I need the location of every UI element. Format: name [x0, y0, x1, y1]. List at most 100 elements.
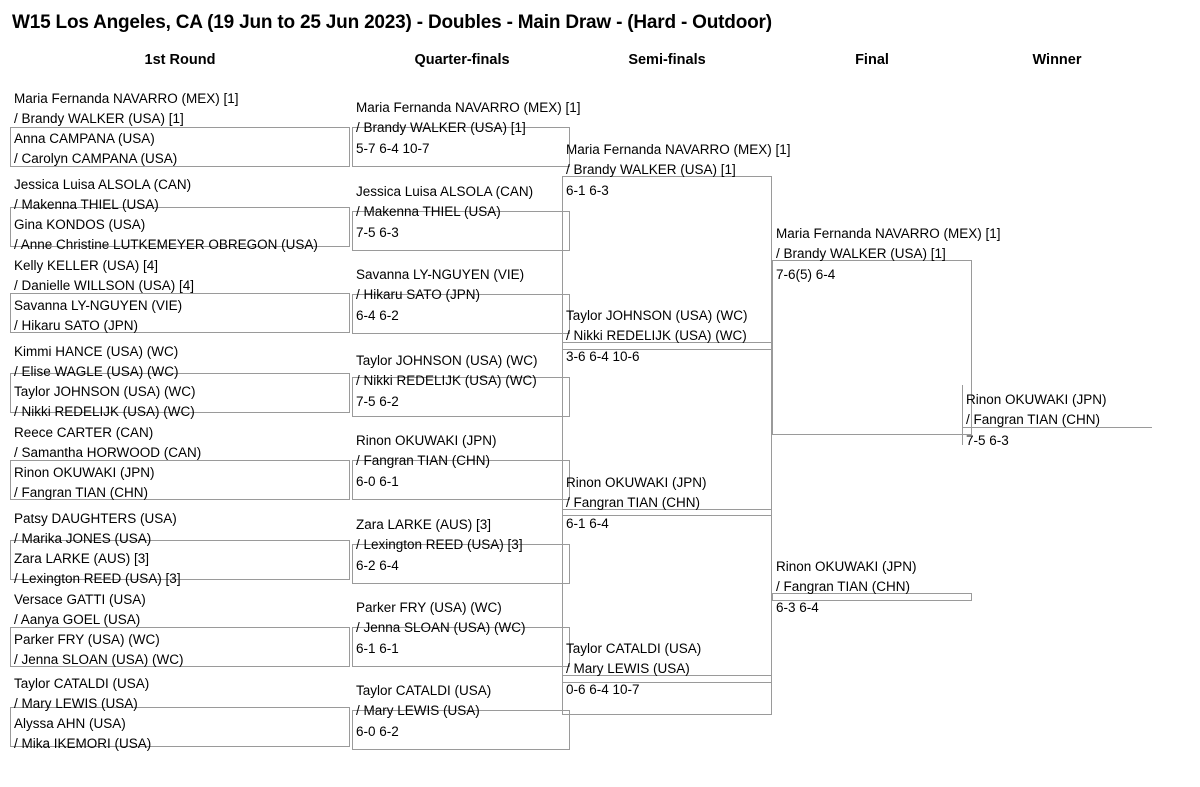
- list-item[interactable]: Taylor CATALDI (USA) / Mary LEWIS (USA) …: [566, 639, 772, 700]
- player-line-1: Zara LARKE (AUS) [3]: [14, 551, 150, 566]
- match-score: 6-0 6-1: [356, 474, 399, 489]
- list-item[interactable]: Taylor CATALDI (USA) / Mary LEWIS (USA) …: [356, 681, 570, 742]
- player-line-2: / Hikaru SATO (JPN): [14, 318, 139, 333]
- player-line-1: Maria Fernanda NAVARRO (MEX) [1]: [356, 100, 581, 115]
- bracket-box-qf-match-3: [352, 294, 570, 334]
- player-line-1: Maria Fernanda NAVARRO (MEX) [1]: [566, 142, 791, 157]
- player-line-1: Reece CARTER (CAN): [14, 425, 154, 440]
- list-item[interactable]: Rinon OKUWAKI (JPN) / Fangran TIAN (CHN)…: [566, 473, 772, 534]
- bracket-box-final-match-2: [772, 593, 972, 601]
- list-item[interactable]: Maria Fernanda NAVARRO (MEX) [1] / Brand…: [14, 89, 350, 129]
- list-item[interactable]: Maria Fernanda NAVARRO (MEX) [1] / Brand…: [566, 140, 791, 201]
- bracket-box-r1-match-2: [10, 207, 350, 247]
- match-score: 7-5 6-2: [356, 394, 399, 409]
- list-item[interactable]: Rinon OKUWAKI (JPN) / Fangran TIAN (CHN)…: [776, 557, 972, 618]
- player-line-1: Parker FRY (USA) (WC): [14, 632, 160, 647]
- list-item[interactable]: Taylor JOHNSON (USA) (WC) / Nikki REDELI…: [356, 351, 570, 412]
- player-line-2: / Danielle WILLSON (USA) [4]: [14, 278, 195, 293]
- list-item[interactable]: Kelly KELLER (USA) [4] / Danielle WILLSO…: [14, 256, 350, 296]
- player-line-2: / Fangran TIAN (CHN): [776, 579, 911, 594]
- round-header-final: Final: [855, 52, 889, 68]
- match-score: 6-0 6-2: [356, 724, 399, 739]
- list-item[interactable]: Patsy DAUGHTERS (USA) / Marika JONES (US…: [14, 509, 350, 549]
- bracket-box-sf-match-4: [562, 675, 772, 715]
- match-score: 6-3 6-4: [776, 600, 819, 615]
- player-line-1: Parker FRY (USA) (WC): [356, 600, 502, 615]
- player-line-1: Maria Fernanda NAVARRO (MEX) [1]: [14, 91, 239, 106]
- player-line-1: Patsy DAUGHTERS (USA): [14, 511, 177, 526]
- player-line-1: Versace GATTI (USA): [14, 592, 146, 607]
- bracket-box-qf-match-7: [352, 627, 570, 667]
- player-line-2: / Makenna THIEL (USA): [14, 197, 159, 212]
- bracket-box-r1-match-8: [10, 707, 350, 747]
- list-item[interactable]: Parker FRY (USA) (WC) / Jenna SLOAN (USA…: [356, 598, 570, 659]
- player-line-1: Jessica Luisa ALSOLA (CAN): [14, 177, 192, 192]
- player-line-2: / Marika JONES (USA): [14, 531, 152, 546]
- player-line-2: / Aanya GOEL (USA): [14, 612, 141, 627]
- match-score: 6-1 6-4: [566, 516, 609, 531]
- list-item[interactable]: Taylor JOHNSON (USA) (WC) / Nikki REDELI…: [14, 382, 350, 422]
- list-item[interactable]: Taylor CATALDI (USA) / Mary LEWIS (USA): [14, 674, 350, 714]
- player-line-2: / Samantha HORWOOD (CAN): [14, 445, 202, 460]
- list-item[interactable]: Maria Fernanda NAVARRO (MEX) [1] / Brand…: [356, 98, 581, 159]
- bracket-box-r1-match-7: [10, 627, 350, 667]
- player-line-2: / Mary LEWIS (USA): [14, 696, 138, 711]
- list-item[interactable]: Anna CAMPANA (USA) / Carolyn CAMPANA (US…: [14, 129, 350, 169]
- player-line-1: Taylor JOHNSON (USA) (WC): [356, 353, 538, 368]
- player-line-2: / Mary LEWIS (USA): [356, 703, 480, 718]
- bracket-box-qf-match-1: [352, 127, 570, 167]
- match-score: 7-5 6-3: [356, 225, 399, 240]
- player-line-2: / Brandy WALKER (USA) [1]: [14, 111, 184, 126]
- bracket-box-qf-match-5: [352, 460, 570, 500]
- match-score: 3-6 6-4 10-6: [566, 349, 640, 364]
- player-line-2: / Lexington REED (USA) [3]: [14, 571, 181, 586]
- list-item[interactable]: Alyssa AHN (USA) / Mika IKEMORI (USA): [14, 714, 350, 754]
- winner-entry[interactable]: Rinon OKUWAKI (JPN) / Fangran TIAN (CHN)…: [966, 390, 1192, 451]
- list-item[interactable]: Kimmi HANCE (USA) (WC) / Elise WAGLE (US…: [14, 342, 350, 382]
- list-item[interactable]: Zara LARKE (AUS) [3] / Lexington REED (U…: [14, 549, 350, 589]
- match-score: 6-2 6-4: [356, 558, 399, 573]
- player-line-2: / Brandy WALKER (USA) [1]: [566, 162, 736, 177]
- bracket-box-r1-match-4: [10, 373, 350, 413]
- player-line-1: Taylor JOHNSON (USA) (WC): [566, 308, 748, 323]
- list-item[interactable]: Savanna LY-NGUYEN (VIE) / Hikaru SATO (J…: [356, 265, 570, 326]
- player-line-2: / Fangran TIAN (CHN): [966, 412, 1101, 427]
- list-item[interactable]: Parker FRY (USA) (WC) / Jenna SLOAN (USA…: [14, 630, 350, 670]
- player-line-1: Taylor JOHNSON (USA) (WC): [14, 384, 196, 399]
- list-item[interactable]: Zara LARKE (AUS) [3] / Lexington REED (U…: [356, 515, 570, 576]
- player-line-1: Rinon OKUWAKI (JPN): [966, 392, 1107, 407]
- player-line-2: / Brandy WALKER (USA) [1]: [356, 120, 526, 135]
- player-line-1: Taylor CATALDI (USA): [566, 641, 702, 656]
- bracket-box-qf-match-6: [352, 544, 570, 584]
- list-item[interactable]: Jessica Luisa ALSOLA (CAN) / Makenna THI…: [356, 182, 570, 243]
- player-line-2: / Carolyn CAMPANA (USA): [14, 151, 178, 166]
- list-item[interactable]: Reece CARTER (CAN) / Samantha HORWOOD (C…: [14, 423, 350, 463]
- player-line-1: Gina KONDOS (USA): [14, 217, 146, 232]
- match-score: 7-5 6-3: [966, 433, 1009, 448]
- player-line-1: Savanna LY-NGUYEN (VIE): [356, 267, 525, 282]
- player-line-2: / Mary LEWIS (USA): [566, 661, 690, 676]
- list-item[interactable]: Versace GATTI (USA) / Aanya GOEL (USA): [14, 590, 350, 630]
- list-item[interactable]: Rinon OKUWAKI (JPN) / Fangran TIAN (CHN)…: [356, 431, 570, 492]
- list-item[interactable]: Jessica Luisa ALSOLA (CAN) / Makenna THI…: [14, 175, 350, 215]
- player-line-2: / Makenna THIEL (USA): [356, 204, 501, 219]
- player-line-1: Rinon OKUWAKI (JPN): [356, 433, 497, 448]
- list-item[interactable]: Rinon OKUWAKI (JPN) / Fangran TIAN (CHN): [14, 463, 350, 503]
- round-header-winner: Winner: [1032, 52, 1082, 68]
- bracket-box-r1-match-5: [10, 460, 350, 500]
- player-line-1: Zara LARKE (AUS) [3]: [356, 517, 492, 532]
- list-item[interactable]: Gina KONDOS (USA) / Anne Christine LUTKE…: [14, 215, 350, 255]
- bracket-box-sf-match-3: [562, 509, 772, 683]
- list-item[interactable]: Savanna LY-NGUYEN (VIE) / Hikaru SATO (J…: [14, 296, 350, 336]
- player-line-2: / Jenna SLOAN (USA) (WC): [14, 652, 184, 667]
- bracket-box-r1-match-3: [10, 293, 350, 333]
- player-line-1: Jessica Luisa ALSOLA (CAN): [356, 184, 534, 199]
- winner-underline: [962, 427, 1152, 428]
- player-line-1: Kimmi HANCE (USA) (WC): [14, 344, 179, 359]
- player-line-1: Savanna LY-NGUYEN (VIE): [14, 298, 183, 313]
- list-item[interactable]: Maria Fernanda NAVARRO (MEX) [1] / Brand…: [776, 224, 1001, 285]
- player-line-2: / Mika IKEMORI (USA): [14, 736, 152, 751]
- player-line-1: Taylor CATALDI (USA): [14, 676, 150, 691]
- list-item[interactable]: Taylor JOHNSON (USA) (WC) / Nikki REDELI…: [566, 306, 772, 367]
- bracket-box-final-match-1: [772, 260, 972, 435]
